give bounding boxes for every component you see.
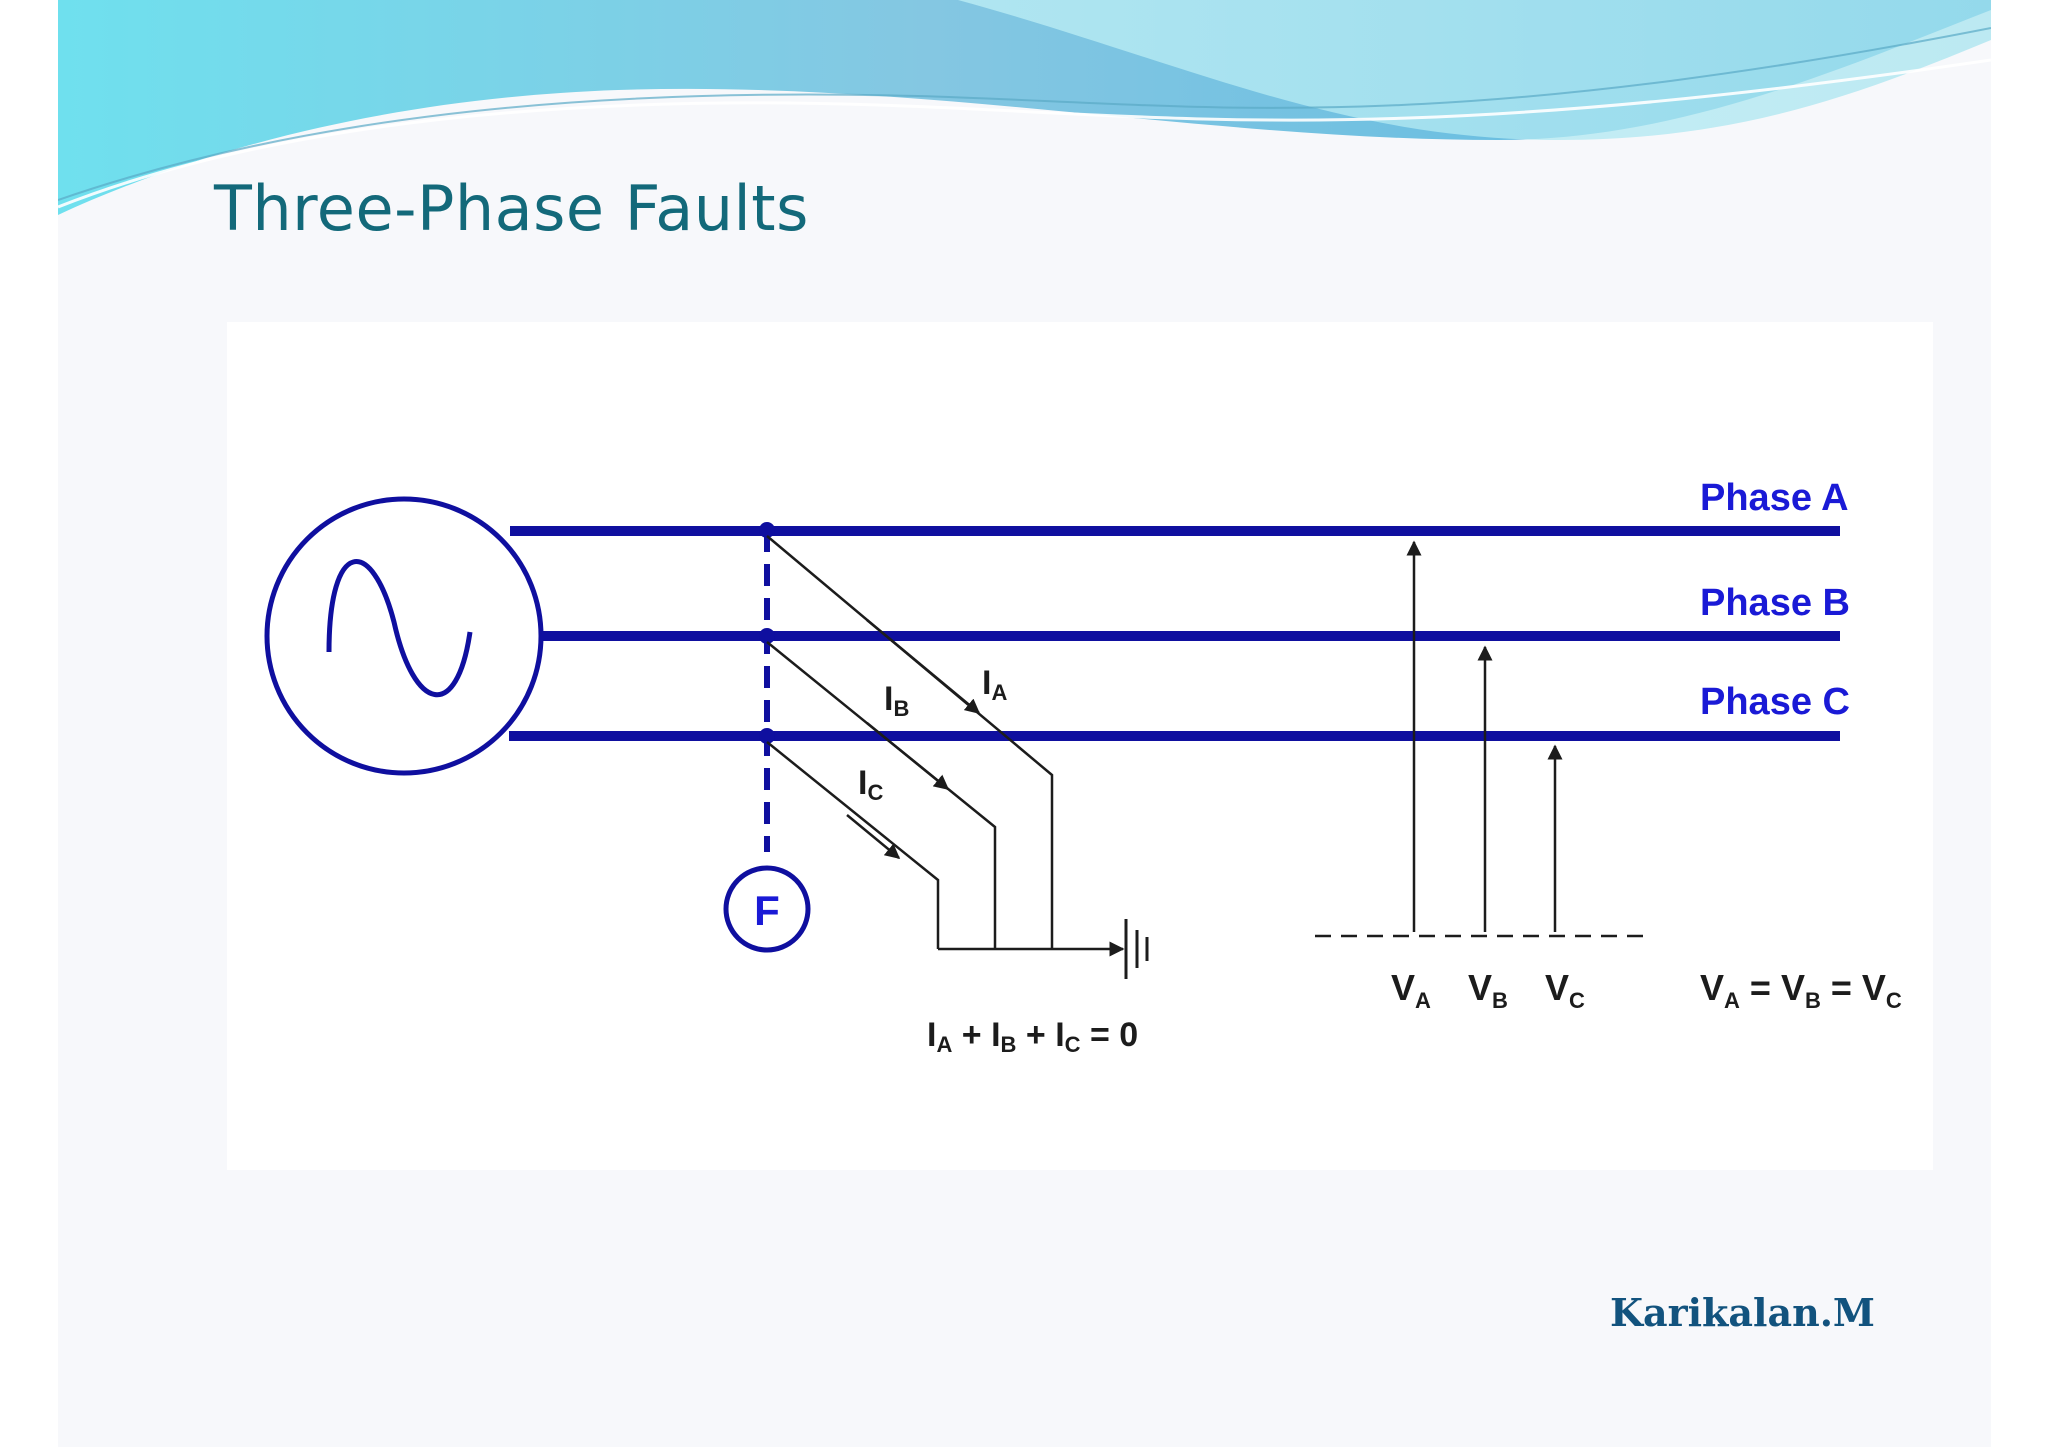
voltage-vc-label: VC (1545, 967, 1585, 1013)
current-sum-equation: IA + IB + IC = 0 (927, 1016, 1138, 1057)
ac-source-icon (264, 496, 544, 776)
header-wave-banner (58, 0, 1991, 215)
current-ia-label: IA (982, 664, 1007, 705)
current-ib-label: IB (884, 680, 909, 721)
voltage-vb-label: VB (1468, 967, 1508, 1013)
ground-icon (1124, 919, 1149, 979)
current-ic-label: IC (858, 764, 883, 805)
phase-b-label: Phase B (1700, 582, 1850, 624)
three-phase-fault-diagram: Phase A Phase B Phase C F (264, 477, 1902, 1057)
slide-title: Three-Phase Faults (214, 172, 809, 245)
voltage-equality-equation: VA = VB = VC (1700, 967, 1902, 1013)
fault-connection: F (723, 522, 811, 953)
fault-point-label: F (754, 887, 780, 934)
phase-c-label: Phase C (1700, 681, 1850, 723)
slide: Three-Phase Faults Phase A Phase B Phase… (58, 0, 1991, 1447)
voltage-va-label: VA (1391, 967, 1431, 1013)
fault-current-paths (766, 535, 1125, 957)
author-credit: Karikalan.M (1609, 1290, 1875, 1335)
fault-diagram-panel: Phase A Phase B Phase C F (227, 322, 1933, 1170)
phase-a-label: Phase A (1700, 477, 1849, 519)
